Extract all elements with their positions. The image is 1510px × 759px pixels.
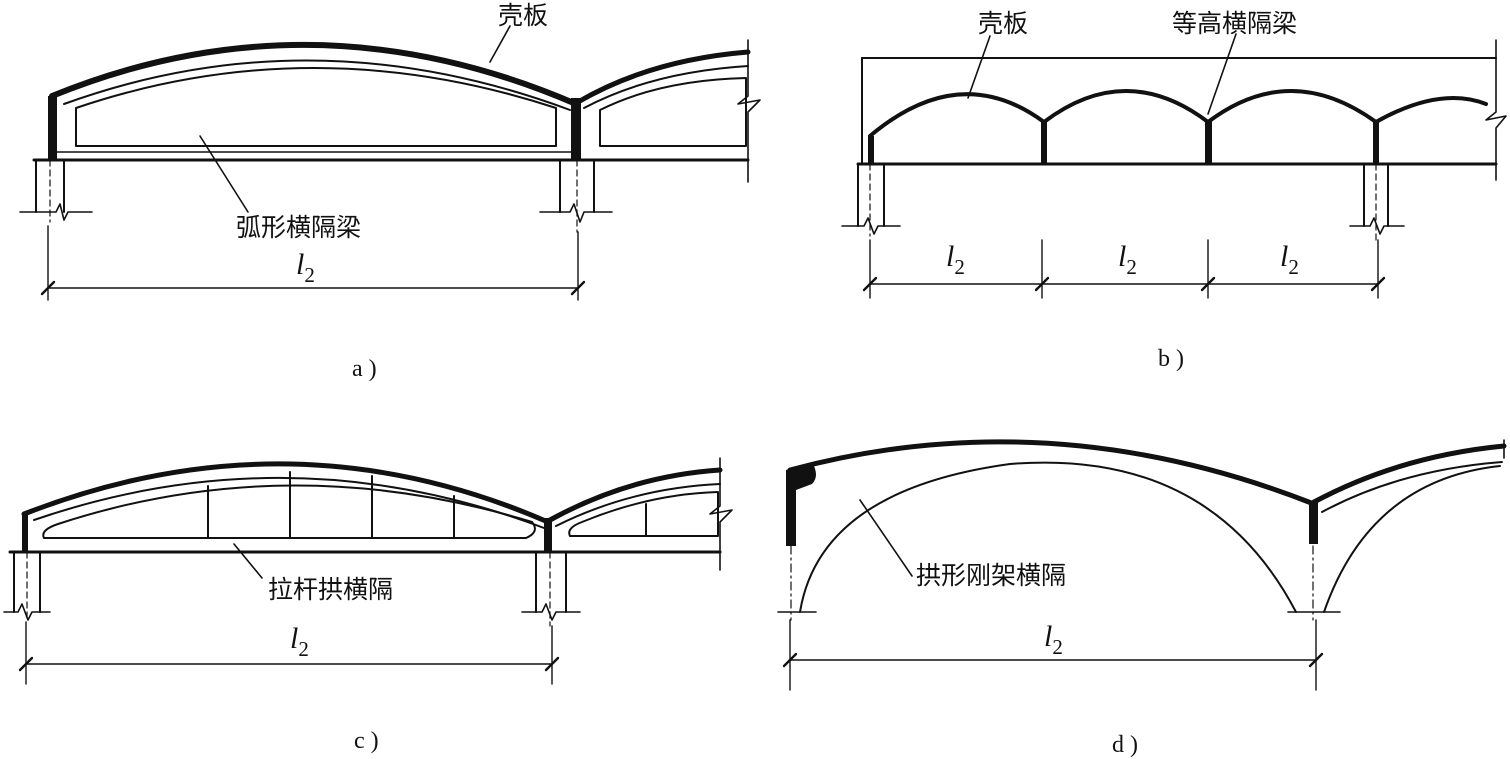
panel-a-shell-plate [49, 42, 579, 107]
panel-b-diaphragm-label: 等高横隔梁 [1172, 9, 1297, 38]
panel-b-diaphragm-1 [1041, 122, 1047, 164]
panel-b-caption: b ) [1158, 346, 1184, 372]
panel-b-break-line [1485, 39, 1507, 181]
panel-b-diaphragm-2 [1205, 120, 1212, 164]
panel-b-dimension-label-1: l2 [946, 240, 965, 279]
panel-b: 壳板 等高横隔梁 l2 l2 l2 b ) [841, 9, 1507, 372]
panel-a-shell-plate-inner [63, 59, 571, 111]
panel-b-dimension-subscript-3: 2 [1288, 255, 1299, 279]
panel-b-column-left [841, 163, 901, 237]
panel-d-dimension-symbol: l [1044, 620, 1052, 653]
panel-c-next-shell-inner [555, 483, 721, 527]
panel-d-dimension-label: l2 [1044, 620, 1063, 659]
panel-b-dimension-symbol-2: l [1118, 240, 1126, 273]
panel-d-diaphragm-leader [859, 499, 913, 577]
panel-a-column-right [539, 159, 613, 233]
panel-b-edge-beam [868, 136, 874, 164]
panel-d-shell-inner-right [1321, 461, 1503, 513]
panel-c-diaphragm-label: 拉杆拱横隔 [268, 575, 393, 604]
panel-b-shell-arc-2 [1042, 89, 1210, 124]
panel-a-column-left [19, 159, 93, 223]
panel-b-diaphragm-3 [1373, 122, 1379, 164]
panel-a-edge-beam-left [48, 96, 57, 160]
panel-b-dimension-symbol-3: l [1280, 240, 1288, 273]
panel-a-diaphragm-label: 弧形横隔梁 [236, 213, 361, 242]
panel-d-valley-beam [1309, 502, 1318, 544]
panel-a-dimension-label: l2 [296, 248, 315, 287]
panel-a-dimension-line [40, 225, 586, 301]
panel-d-arch-frame-right [1323, 465, 1501, 613]
panel-a-valley-beam [571, 98, 581, 160]
panel-b-column-right [1349, 163, 1405, 241]
panel-b-dimension-label-2: l2 [1118, 240, 1137, 279]
panel-d-shell-plate [787, 439, 1317, 507]
panel-a-arched-diaphragm-opening [75, 67, 557, 147]
panel-d-shell-plate-right [1311, 443, 1507, 505]
panel-a-shell-label: 壳板 [498, 1, 548, 30]
panel-b-dimension-subscript-2: 2 [1126, 255, 1137, 279]
panel-c-dimension-symbol: l [290, 622, 298, 655]
panel-b-diaphragm-leader [1207, 33, 1237, 115]
panel-b-shell-leader [967, 35, 991, 99]
panel-c-column-right [521, 551, 581, 627]
panel-a-caption: a ) [352, 356, 377, 382]
panel-a-dimension-symbol: l [296, 248, 304, 281]
panel-c-column-left [3, 551, 51, 623]
panel-d-dimension-line [782, 619, 1324, 691]
panel-d-arch-frame-left [799, 461, 1297, 613]
panel-d-caption: d ) [1112, 732, 1138, 758]
panel-b-dimension-subscript-1: 2 [954, 255, 965, 279]
panel-c-break-line [709, 457, 733, 571]
panel-a-next-shell [575, 49, 751, 105]
panel-d-diaphragm-label: 拱形刚架横隔 [916, 561, 1066, 590]
panel-b-shell-arc-3 [1206, 89, 1378, 124]
panel-c-next-shell [547, 467, 723, 523]
panel-c-shell-plate [21, 461, 551, 525]
panel-c-dimension-line [18, 621, 560, 685]
panel-a-diaphragm-leader [199, 135, 249, 213]
panel-b-shell-arc-4 [1374, 96, 1488, 124]
panel-d-edge-beam-left [786, 462, 816, 546]
panel-a-next-shell-inner [583, 65, 749, 109]
panel-b-dimension-line [862, 239, 1386, 299]
panel-b-shell-label: 壳板 [978, 9, 1028, 38]
panel-a-break-line [737, 39, 761, 183]
panel-c-caption: c ) [354, 728, 379, 754]
panel-c-edge-beam-left [22, 514, 28, 552]
panel-c-diaphragm-leader [233, 543, 263, 579]
panel-d: 拱形刚架横隔 l2 d ) [777, 439, 1507, 758]
panel-c: 拉杆拱横隔 l2 c ) [3, 457, 733, 754]
panel-d-dimension-subscript: 2 [1052, 635, 1063, 659]
panel-c-tied-arch-opening [42, 484, 536, 539]
panel-b-dimension-label-3: l2 [1280, 240, 1299, 279]
panel-b-dimension-symbol-1: l [946, 240, 954, 273]
panel-a-dimension-subscript: 2 [304, 263, 315, 287]
panel-a: 壳板 弧形横隔梁 l2 a ) [19, 1, 761, 382]
panel-c-valley-beam [544, 518, 552, 552]
panel-a-next-opening [599, 77, 747, 147]
panel-b-shell-arc-1 [868, 92, 1046, 138]
panel-c-dimension-subscript: 2 [298, 637, 309, 661]
panel-a-shell-leader [489, 25, 511, 63]
panel-c-dimension-label: l2 [290, 622, 309, 661]
panel-c-next-opening [568, 491, 719, 537]
